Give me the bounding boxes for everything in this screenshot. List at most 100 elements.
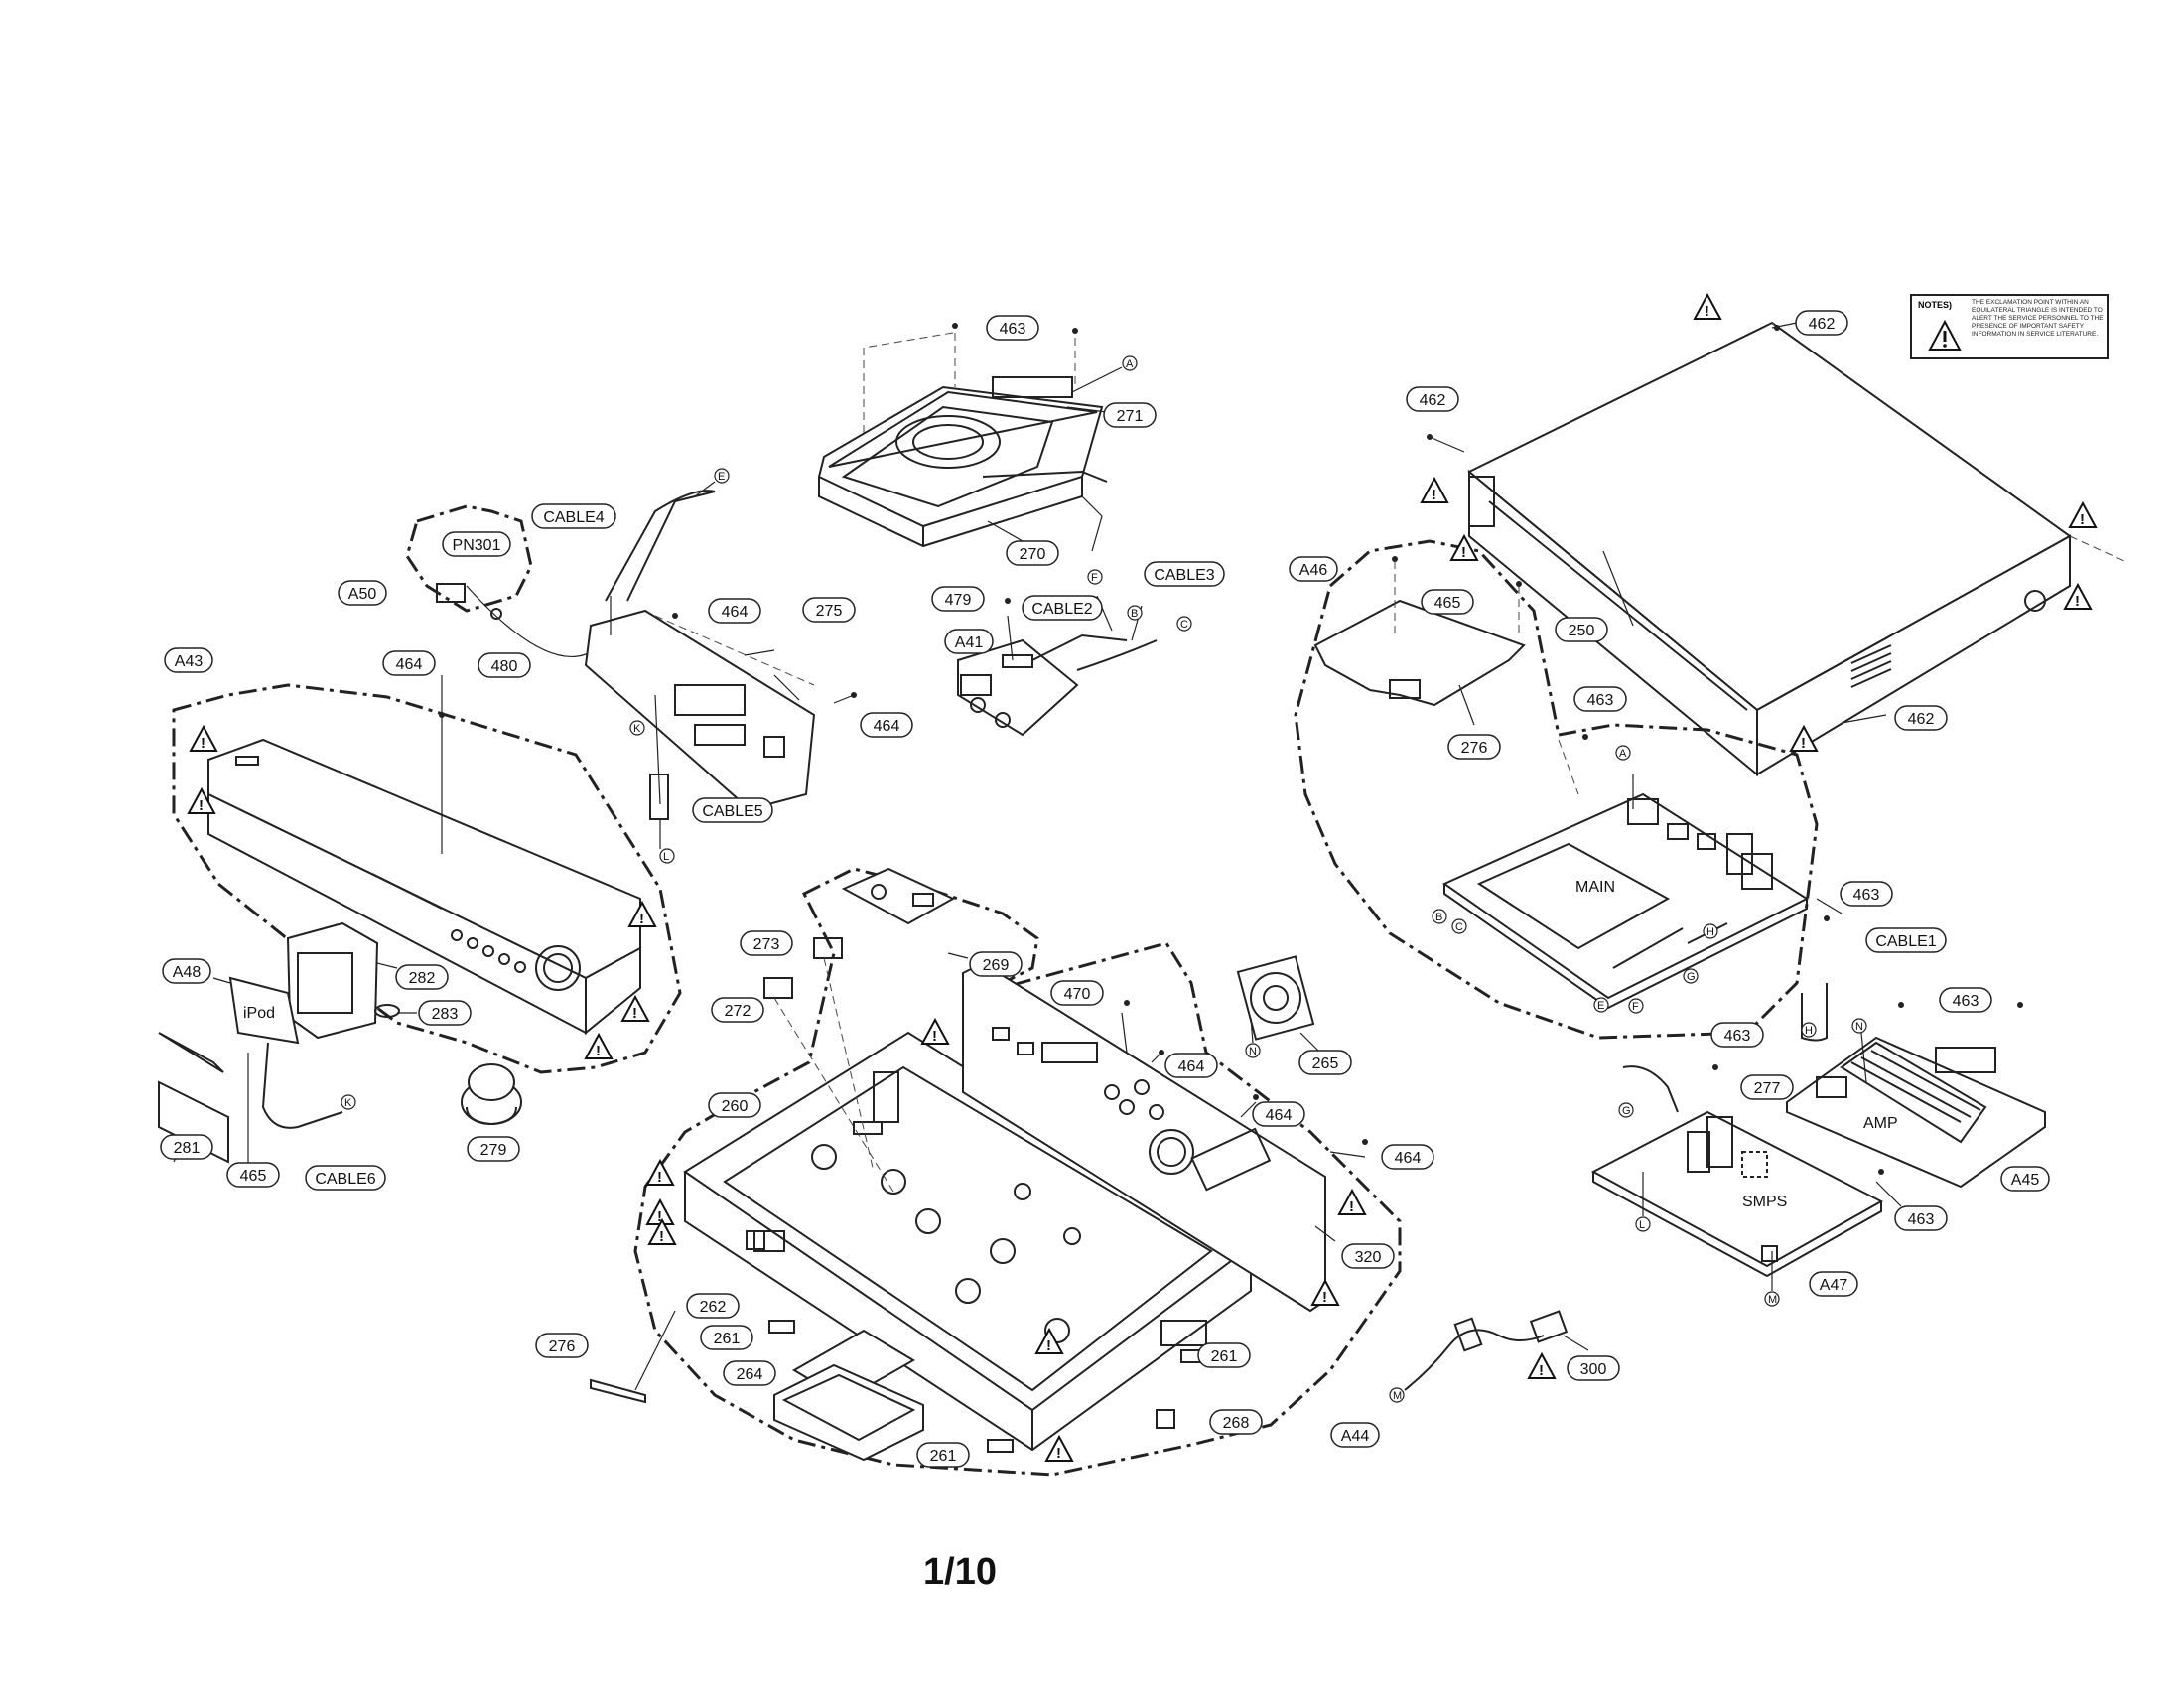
part-label: 463 <box>986 315 1039 341</box>
part-label: A44 <box>1330 1422 1380 1448</box>
part-label: 283 <box>418 1000 472 1026</box>
part-label: 464 <box>860 712 913 738</box>
part-label: CABLE5 <box>692 797 773 823</box>
svg-text:282: 282 <box>409 970 436 987</box>
svg-text:277: 277 <box>1754 1080 1781 1097</box>
part-label: 272 <box>711 997 764 1023</box>
connector-letter: A <box>1122 355 1138 371</box>
svg-text:281: 281 <box>174 1140 201 1157</box>
knob-279 <box>461 1063 522 1126</box>
svg-text:463: 463 <box>1587 692 1614 709</box>
part-label: A50 <box>338 580 387 606</box>
svg-text:!: ! <box>1705 303 1709 320</box>
svg-text:A47: A47 <box>1820 1277 1848 1294</box>
svg-text:!: ! <box>1801 735 1806 752</box>
svg-text:L: L <box>663 851 669 863</box>
svg-text:464: 464 <box>874 718 900 735</box>
part-label: 268 <box>1209 1409 1263 1435</box>
svg-text:B: B <box>1131 608 1138 620</box>
connector-letter: C <box>1176 616 1192 632</box>
part-label: A43 <box>164 647 213 673</box>
svg-text:K: K <box>633 723 641 735</box>
notes-text: THE EXCLAMATION POINT WITHIN AN EQUILATE… <box>1972 299 2104 338</box>
board-a41 <box>957 595 1158 737</box>
part-label: 462 <box>1795 310 1848 336</box>
connector-letter: A <box>1615 745 1631 761</box>
part-label: A47 <box>1809 1271 1858 1297</box>
part-label: A48 <box>162 958 211 984</box>
svg-text:261: 261 <box>1211 1348 1238 1365</box>
warning-triangle-icon: ! <box>188 788 215 814</box>
svg-text:CABLE3: CABLE3 <box>1154 567 1214 584</box>
svg-text:!: ! <box>639 911 644 927</box>
svg-text:!: ! <box>1539 1362 1544 1379</box>
svg-text:N: N <box>1249 1046 1257 1057</box>
connector-letters: A E F B C K L A B C E F G H H N N K G L … <box>341 355 1867 1403</box>
svg-text:G: G <box>1622 1105 1631 1117</box>
svg-text:470: 470 <box>1064 986 1091 1003</box>
part-label: 264 <box>723 1360 776 1386</box>
svg-text:A: A <box>1619 748 1627 760</box>
warning-triangle-icon: ! <box>1450 535 1478 561</box>
svg-text:268: 268 <box>1223 1415 1250 1432</box>
part-label: 464 <box>708 598 761 624</box>
svg-text:464: 464 <box>1395 1150 1422 1167</box>
part-label: 273 <box>740 930 793 956</box>
connector-letter: G <box>1683 968 1699 984</box>
part-label: 270 <box>1006 540 1059 566</box>
front-panel-a43 <box>207 675 641 1036</box>
part-label: CABLE3 <box>1144 561 1225 587</box>
connector-letter: M <box>1764 1291 1780 1307</box>
pads-261 <box>768 1320 1212 1453</box>
svg-text:463: 463 <box>1000 321 1026 338</box>
ipod-board-a48 <box>158 976 343 1167</box>
part-label: 269 <box>969 951 1023 977</box>
bracket-276 <box>1313 561 1579 795</box>
part-label: A41 <box>944 629 994 654</box>
svg-text:C: C <box>1455 921 1463 933</box>
part-label: 462 <box>1406 386 1459 412</box>
svg-text:N: N <box>1855 1021 1863 1033</box>
part-label: CABLE2 <box>1022 595 1103 621</box>
svg-text:!: ! <box>201 735 205 752</box>
svg-text:250: 250 <box>1569 623 1595 639</box>
group-a50-outline <box>405 504 533 613</box>
svg-text:CABLE4: CABLE4 <box>543 509 604 526</box>
svg-text:264: 264 <box>737 1366 763 1383</box>
connector-letter: B <box>1432 909 1447 924</box>
svg-text:A50: A50 <box>348 586 377 603</box>
svg-text:A: A <box>1126 358 1134 370</box>
svg-text:464: 464 <box>1178 1058 1205 1075</box>
part-label: 265 <box>1298 1050 1352 1075</box>
sensor-board-269 <box>841 867 969 959</box>
warning-triangle-icon: ! <box>921 1019 949 1045</box>
warning-triangle-icon <box>1928 320 1962 351</box>
svg-text:F: F <box>1091 572 1098 584</box>
svg-text:A45: A45 <box>2011 1172 2040 1189</box>
svg-text:M: M <box>1768 1294 1777 1306</box>
svg-text:300: 300 <box>1580 1361 1607 1378</box>
svg-text:C: C <box>1180 619 1188 631</box>
svg-text:E: E <box>718 471 725 483</box>
svg-text:B: B <box>1435 912 1442 923</box>
svg-text:462: 462 <box>1908 711 1935 728</box>
svg-text:463: 463 <box>1953 993 1979 1010</box>
svg-text:E: E <box>1597 1000 1604 1012</box>
svg-text:464: 464 <box>396 656 423 673</box>
safety-warning-triangles: ! ! ! ! ! ! ! ! ! ! ! ! ! ! ! ! ! ! ! ! <box>188 294 2097 1462</box>
svg-text:!: ! <box>1432 487 1436 503</box>
svg-text:!: ! <box>1056 1445 1061 1462</box>
svg-text:M: M <box>1393 1390 1402 1402</box>
part-label: 464 <box>382 650 436 676</box>
svg-text:!: ! <box>2080 511 2085 528</box>
part-label: 281 <box>160 1134 213 1160</box>
connector-letter: N <box>1245 1043 1261 1058</box>
part-label: 463 <box>1894 1205 1948 1231</box>
part-label: 463 <box>1939 987 1992 1013</box>
svg-text:!: ! <box>657 1169 662 1186</box>
connector-letter: L <box>1635 1216 1651 1232</box>
svg-text:480: 480 <box>491 658 518 675</box>
connector-letter: L <box>659 848 675 864</box>
smps-board-label: SMPS <box>1742 1194 1787 1210</box>
